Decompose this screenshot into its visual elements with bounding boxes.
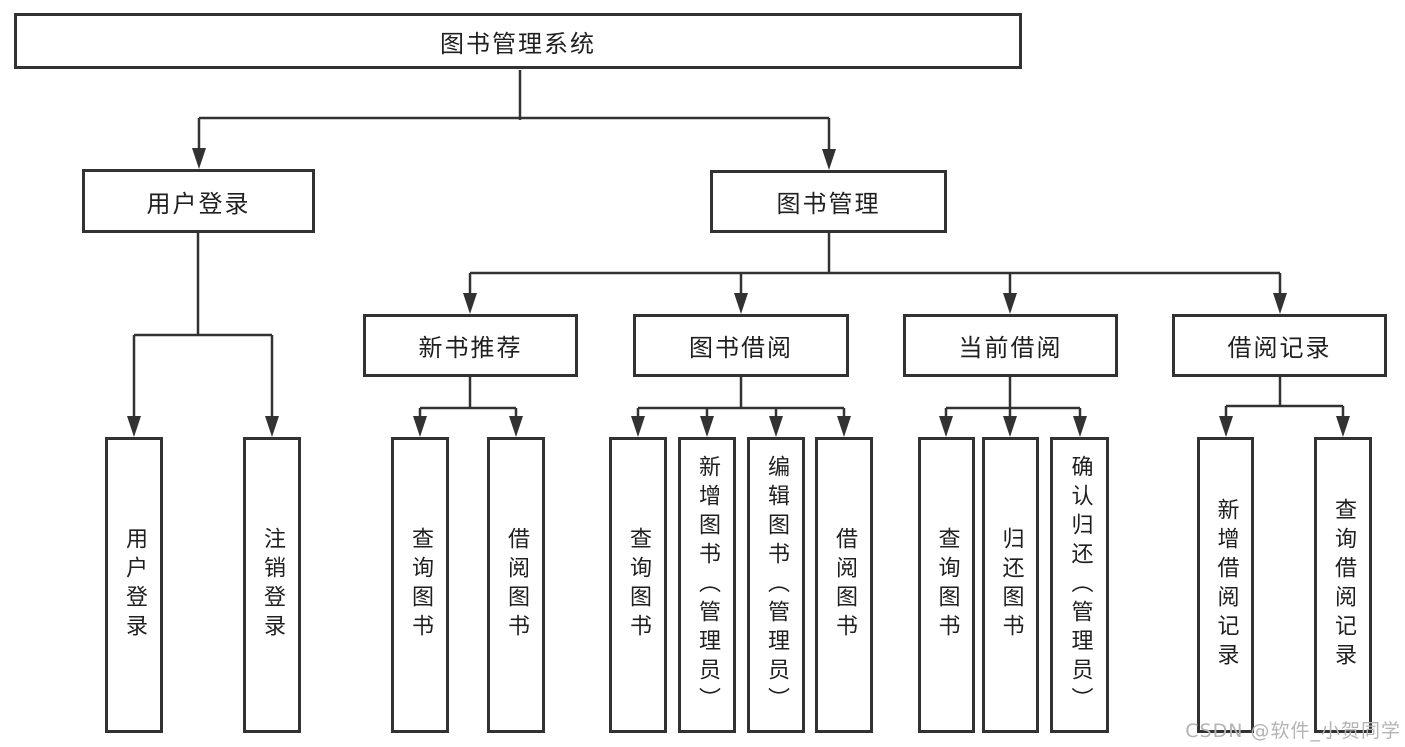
watermark-text: CSDN @软件_小贺同学 [1185, 720, 1401, 742]
node-library-management-system: 图书管理系统 [14, 13, 1022, 69]
node-current-borrow: 当前借阅 [903, 314, 1118, 377]
leaf-query-books-borrow: 查询图书 [609, 437, 667, 733]
leaf-confirm-return-admin: 确认归还（管理员） [1050, 437, 1109, 733]
leaf-return-books: 归还图书 [982, 437, 1039, 733]
leaf-add-borrow-record: 新增借阅记录 [1197, 437, 1254, 733]
node-user-login: 用户登录 [82, 169, 315, 233]
leaf-edit-books-admin: 编辑图书（管理员） [747, 437, 805, 733]
leaf-borrow-books: 借阅图书 [815, 437, 873, 733]
leaf-borrow-books-recommend: 借阅图书 [487, 437, 545, 733]
leaf-add-books-admin: 新增图书（管理员） [678, 437, 736, 733]
leaf-query-books-recommend: 查询图书 [391, 437, 449, 733]
leaf-query-books-current: 查询图书 [918, 437, 975, 733]
node-book-borrow: 图书借阅 [633, 314, 849, 377]
node-book-management: 图书管理 [710, 170, 947, 233]
node-borrow-records: 借阅记录 [1172, 314, 1387, 377]
node-new-book-recommend: 新书推荐 [363, 314, 578, 377]
leaf-query-borrow-record: 查询借阅记录 [1314, 437, 1372, 733]
leaf-logout: 注销登录 [243, 437, 301, 733]
leaf-user-login: 用户登录 [105, 437, 163, 733]
